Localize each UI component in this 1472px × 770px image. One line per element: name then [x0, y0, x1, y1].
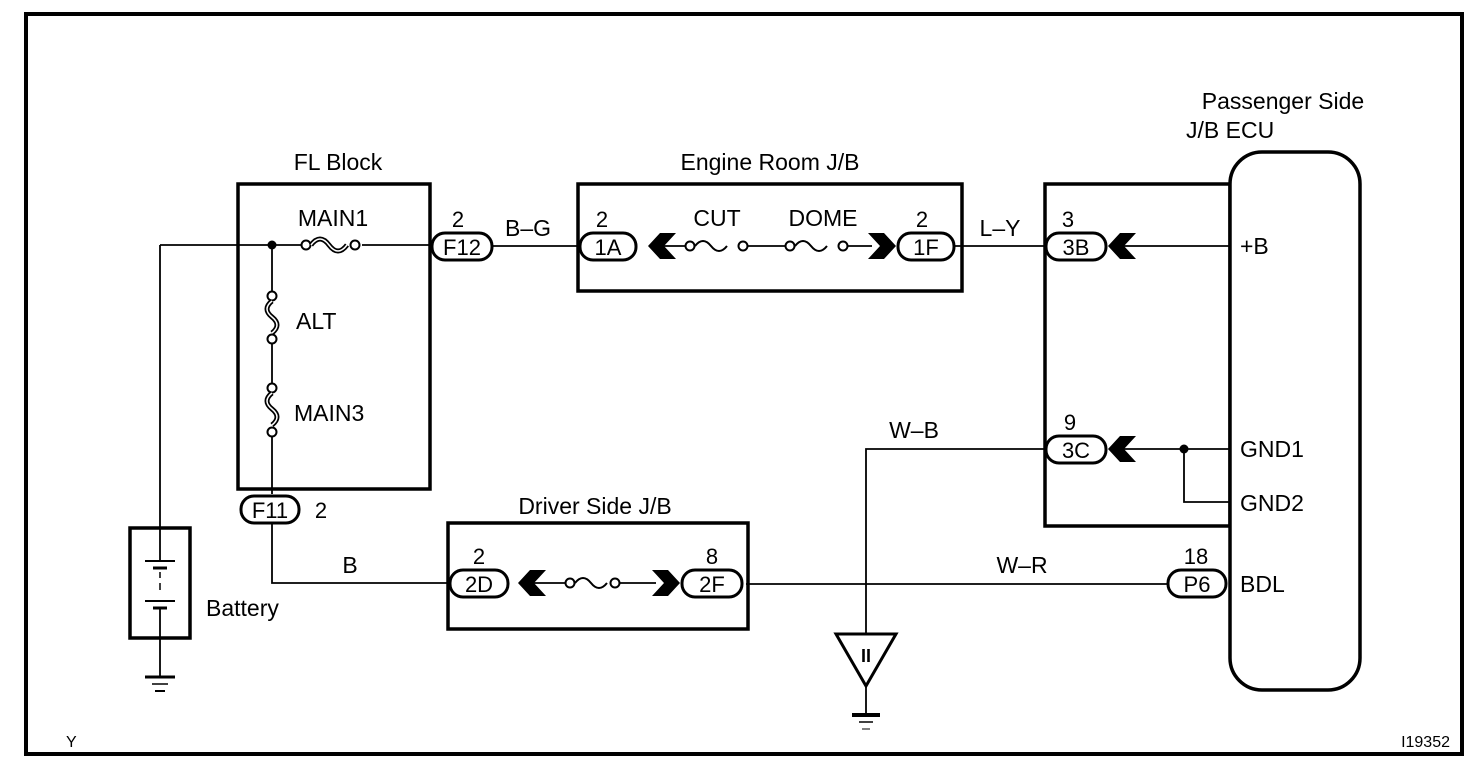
engine-room-jb: Engine Room J/B 1A 2 CUT DOME 1F 2 [576, 149, 964, 293]
fl-block: FL Block MAIN1 ALT MAIN3 [160, 149, 432, 494]
passenger-jb-title-line2: J/B ECU [1186, 117, 1274, 143]
connector-f11: F11 2 [239, 494, 327, 525]
wire-color-label: B–G [505, 215, 551, 241]
driver-side-jb: Driver Side J/B 2D 2 2F 8 [446, 493, 750, 631]
fuse-alt-icon [264, 290, 280, 345]
svg-text:1F: 1F [913, 235, 939, 260]
pin-number: 2 [473, 544, 485, 569]
terminal-gnd2: GND2 [1240, 490, 1304, 516]
fuse-main3-label: MAIN3 [294, 400, 364, 426]
svg-text:3B: 3B [1063, 235, 1090, 260]
fuse-main1-icon [300, 236, 361, 254]
ecu-box [1228, 150, 1362, 692]
fuse-main1-label: MAIN1 [298, 205, 368, 231]
connector-1a: 1A 2 [578, 207, 638, 262]
female-terminal-icon [1108, 436, 1136, 462]
fuse-dome-label: DOME [789, 205, 858, 231]
female-terminal-icon [648, 233, 676, 259]
ground-icon [145, 638, 175, 692]
diagram-frame [24, 12, 1464, 756]
connector-3c: 3C 9 [1044, 410, 1108, 465]
pin-number: 3 [1062, 207, 1074, 232]
wire-color-label: W–R [996, 552, 1047, 578]
pin-number: 2 [315, 498, 327, 523]
pin-number: 8 [706, 544, 718, 569]
engine-room-jb-box [576, 182, 964, 293]
wire-color-label: B [342, 552, 357, 578]
pin-number: 18 [1184, 544, 1208, 569]
fl-block-title: FL Block [294, 149, 383, 175]
svg-text:2F: 2F [699, 572, 725, 597]
corner-mark: Y [66, 734, 77, 751]
svg-text:1A: 1A [595, 235, 622, 260]
driver-side-jb-title: Driver Side J/B [518, 493, 671, 519]
wire-color-label: L–Y [980, 215, 1021, 241]
connector-f12: F12 2 [430, 207, 494, 262]
fuse-cut-icon [684, 240, 749, 252]
passenger-jb-title-line1: Passenger Side [1202, 88, 1364, 114]
svg-text:2D: 2D [465, 572, 493, 597]
connector-3b: 3B 3 [1044, 207, 1108, 262]
svg-text:F12: F12 [443, 235, 481, 260]
battery: Battery [128, 526, 279, 640]
svg-text:II: II [861, 646, 871, 666]
fuse-main3-icon [264, 382, 280, 438]
female-terminal-icon [518, 570, 546, 596]
fuse-cut-label: CUT [693, 205, 740, 231]
pin-number: 2 [916, 207, 928, 232]
battery-icon [145, 528, 175, 638]
wire-color-label: W–B [889, 417, 939, 443]
pin-number: 2 [452, 207, 464, 232]
svg-text:3C: 3C [1062, 438, 1090, 463]
ground-point-icon: II [833, 632, 899, 730]
svg-text:P6: P6 [1184, 572, 1211, 597]
male-terminal-icon [652, 570, 680, 596]
pin-number: 9 [1064, 410, 1076, 435]
terminal-plus-b: +B [1240, 233, 1269, 259]
passenger-side-jb-ecu: Passenger Side J/B ECU 3B 3 +B 3C 9 GND1… [1043, 88, 1364, 692]
fuse-dome-icon [784, 240, 849, 252]
male-terminal-icon [868, 233, 896, 259]
fuse-alt-label: ALT [296, 308, 336, 334]
svg-text:F11: F11 [252, 498, 288, 523]
connector-p6: P6 18 [1166, 544, 1228, 599]
connector-2f: 2F 8 [680, 544, 744, 599]
connector-2d: 2D 2 [448, 544, 510, 599]
battery-label: Battery [206, 595, 279, 621]
figure-id: I19352 [1401, 734, 1450, 751]
driver-side-jb-box [446, 521, 750, 631]
terminal-gnd1: GND1 [1240, 436, 1304, 462]
female-terminal-icon [1108, 233, 1136, 259]
connector-1f: 1F 2 [896, 207, 956, 262]
fl-block-box [236, 182, 432, 491]
terminal-bdl: BDL [1240, 571, 1285, 597]
pin-number: 2 [596, 207, 608, 232]
fuse-icon [564, 577, 621, 589]
engine-room-jb-title: Engine Room J/B [681, 149, 860, 175]
